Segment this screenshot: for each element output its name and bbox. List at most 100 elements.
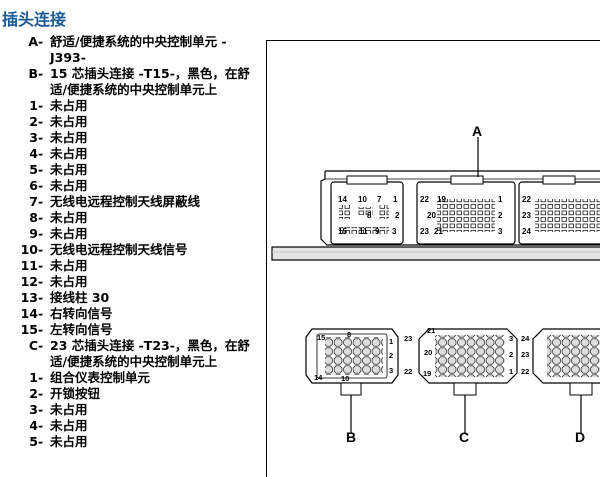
legend-item: 2-开锁按钮 — [0, 386, 262, 402]
pin-label: 20 — [427, 211, 436, 220]
legend-dash: - — [38, 322, 44, 337]
pin-label: 14 — [314, 373, 323, 382]
legend-key: 7 — [29, 194, 38, 209]
connector-figure: 14 10 7 1 8 2 15 11 9 3 22 19 1 20 2 23 … — [266, 40, 600, 477]
pin-label: 14 — [338, 195, 347, 204]
pin-label: 15 — [338, 227, 347, 236]
pin-label: 7 — [377, 195, 382, 204]
pin-label: 1 — [498, 195, 503, 204]
pin-label: 2 — [389, 351, 393, 360]
pin-label: 23 — [404, 334, 412, 343]
legend-dash: - — [38, 34, 44, 49]
pin-label: 10 — [358, 195, 367, 204]
legend-item: 7-无线电远程控制天线屏蔽线 — [0, 194, 262, 210]
legend-text: 组合仪表控制单元 — [50, 370, 151, 385]
pin-label: 9 — [375, 227, 380, 236]
pin-label: 3 — [389, 366, 393, 375]
legend-dash: - — [38, 114, 44, 129]
legend-item: 3-未占用 — [0, 130, 262, 146]
legend-key: 5 — [29, 434, 38, 449]
top-connector-d: 22 23 24 — [518, 175, 600, 245]
legend-item: 14-右转向信号 — [0, 306, 262, 322]
legend-item: A-舒适/便捷系统的中央控制单元 -J393- — [0, 34, 262, 66]
top-connector-b: 14 10 7 1 8 2 15 11 9 3 — [330, 175, 404, 245]
legend-key: 2 — [29, 386, 38, 401]
legend-item: 8-未占用 — [0, 210, 262, 226]
legend-text: 未占用 — [50, 226, 88, 241]
legend-key: 10 — [20, 242, 38, 257]
pin-label: 21 — [427, 326, 435, 335]
legend-text: 未占用 — [50, 146, 88, 161]
legend-item: 10-无线电远程控制天线信号 — [0, 242, 262, 258]
pin-label: 11 — [359, 227, 368, 236]
legend-item: B-15 芯插头连接 -T15-，黑色，在舒适/便捷系统的中央控制单元上 — [0, 66, 262, 98]
callout-label: D — [575, 429, 585, 445]
legend-list: A-舒适/便捷系统的中央控制单元 -J393-B-15 芯插头连接 -T15-，… — [0, 34, 262, 450]
legend-dash: - — [38, 274, 44, 289]
legend-key: 1 — [29, 98, 38, 113]
legend-item: 1-未占用 — [0, 98, 262, 114]
pin-label: 24 — [521, 334, 530, 343]
pin-label: 3 — [392, 227, 397, 236]
legend-dash: - — [38, 386, 44, 401]
legend-item: 1-组合仪表控制单元 — [0, 370, 262, 386]
callout-a: A — [472, 123, 482, 177]
legend-item: 9-未占用 — [0, 226, 262, 242]
pin-label: 1 — [393, 195, 398, 204]
legend-text: 未占用 — [50, 162, 88, 177]
pin-label: 8 — [367, 211, 372, 220]
legend-text: 无线电远程控制天线信号 — [50, 242, 188, 257]
legend-key: 1 — [29, 370, 38, 385]
pin-label: 8 — [347, 330, 351, 339]
legend-text: 未占用 — [50, 402, 88, 417]
pin-label: 20 — [424, 348, 432, 357]
legend-text: 右转向信号 — [50, 306, 113, 321]
legend-key: 8 — [29, 210, 38, 225]
legend-text: 未占用 — [50, 178, 88, 193]
legend-key: 3 — [29, 402, 38, 417]
legend-text: 未占用 — [50, 210, 88, 225]
top-connector-c: 22 19 1 20 2 23 21 3 — [416, 175, 516, 245]
pin-label: 22 — [522, 195, 531, 204]
legend-key: 12 — [20, 274, 38, 289]
legend-text: 未占用 — [50, 130, 88, 145]
legend-key: C — [28, 338, 38, 353]
pin-label: 22 — [521, 367, 529, 376]
legend-item: 5-未占用 — [0, 434, 262, 450]
legend-dash: - — [38, 66, 44, 81]
legend-text: 开锁按钮 — [50, 386, 101, 401]
pin-label: 1 — [509, 367, 513, 376]
legend-dash: - — [38, 162, 44, 177]
legend-text: 左转向信号 — [50, 322, 113, 337]
legend-dash: - — [38, 418, 44, 433]
legend-dash: - — [38, 258, 44, 273]
legend-dash: - — [38, 178, 44, 193]
legend-item: C-23 芯插头连接 -T23-，黑色，在舒适/便捷系统的中央控制单元上 — [0, 338, 262, 370]
legend-item: 15-左转向信号 — [0, 322, 262, 338]
page-title: 插头连接 — [2, 10, 67, 29]
pin-label: 2 — [498, 211, 503, 220]
legend-dash: - — [38, 242, 44, 257]
pin-label: 23 — [522, 211, 531, 220]
pin-label: 22 — [404, 367, 412, 376]
legend-item: 4-未占用 — [0, 146, 262, 162]
legend-key: 6 — [29, 178, 38, 193]
legend-item: 13-接线柱 30 — [0, 290, 262, 306]
legend-item: 2-未占用 — [0, 114, 262, 130]
mating-connector-b: 15 8 1 2 3 14 10 B — [305, 328, 399, 445]
legend-key: A — [28, 34, 38, 49]
legend-item: 12-未占用 — [0, 274, 262, 290]
pin-label: 3 — [509, 334, 513, 343]
legend-key: 4 — [29, 146, 38, 161]
callout-label: A — [472, 123, 482, 139]
legend-item: 11-未占用 — [0, 258, 262, 274]
legend-text: 未占用 — [50, 258, 88, 273]
callout-label: C — [459, 429, 469, 445]
connector-diagram: 14 10 7 1 8 2 15 11 9 3 22 19 1 20 2 23 … — [271, 123, 600, 445]
pin-label: 10 — [341, 374, 349, 383]
legend-key: 4 — [29, 418, 38, 433]
pin-label: 2 — [395, 211, 400, 220]
legend-key: 3 — [29, 130, 38, 145]
legend-item: 4-未占用 — [0, 418, 262, 434]
mating-connector-c: 23 21 3 20 2 22 19 1 C — [404, 326, 518, 445]
